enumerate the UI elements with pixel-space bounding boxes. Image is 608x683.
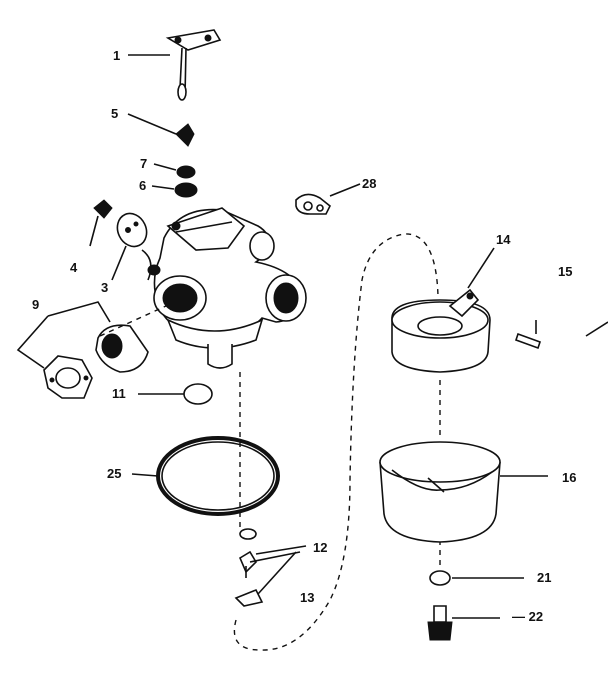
callout-22: — 22 xyxy=(512,609,543,624)
callout-9: 9 xyxy=(32,297,39,312)
axis-line-9 xyxy=(99,305,167,337)
part-4-screw xyxy=(89,199,113,247)
leader-3 xyxy=(111,245,127,281)
part-12-seat xyxy=(238,528,258,578)
callout-4: 4 xyxy=(70,260,78,275)
callout-28: 28 xyxy=(362,176,376,191)
leader-12 xyxy=(249,545,307,563)
leader-6 xyxy=(151,185,175,190)
part-16-float-bowl xyxy=(379,441,501,543)
callout-11: 11 xyxy=(112,386,126,401)
part-6-seal xyxy=(174,182,198,198)
callout-5: 5 xyxy=(111,106,118,121)
part-5-needle xyxy=(175,123,195,147)
part-15-pin xyxy=(514,320,542,350)
part-14-float xyxy=(391,288,491,373)
part-21-washer xyxy=(429,570,451,586)
callout-12: 12 xyxy=(313,540,327,555)
callout-16: 16 xyxy=(562,470,576,485)
leader-25 xyxy=(131,473,159,477)
part-7-seal xyxy=(176,165,196,179)
part-9-flange xyxy=(43,355,93,399)
leader-13 xyxy=(257,551,297,595)
callout-14: 14 xyxy=(496,232,511,247)
callout-21: 21 xyxy=(537,570,551,585)
part-22-bowl-nut xyxy=(427,605,453,641)
leader-5 xyxy=(127,113,177,135)
part-25-bowl-gasket xyxy=(156,436,280,516)
callout-15: 15 xyxy=(558,264,572,279)
part-11-seat xyxy=(183,383,213,405)
fuel-path-dashed xyxy=(233,233,439,651)
part-13-spring xyxy=(234,588,264,607)
carburetor-body xyxy=(141,207,307,369)
part-9-elbow xyxy=(95,324,149,373)
part-1-throttle-shaft xyxy=(165,29,222,101)
leader-28 xyxy=(329,183,361,197)
part-3-gasket xyxy=(116,212,148,248)
leader-7 xyxy=(153,163,177,171)
edge-mark xyxy=(585,321,608,337)
leader-14 xyxy=(467,247,495,289)
callout-13: 13 xyxy=(300,590,314,605)
callout-6: 6 xyxy=(139,178,146,193)
callout-1: 1 xyxy=(113,48,120,63)
callout-7: 7 xyxy=(140,156,147,171)
bracket-9 xyxy=(16,301,111,369)
callout-25: 25 xyxy=(107,466,121,481)
part-28-fitting xyxy=(295,193,332,215)
callout-3: 3 xyxy=(101,280,108,295)
